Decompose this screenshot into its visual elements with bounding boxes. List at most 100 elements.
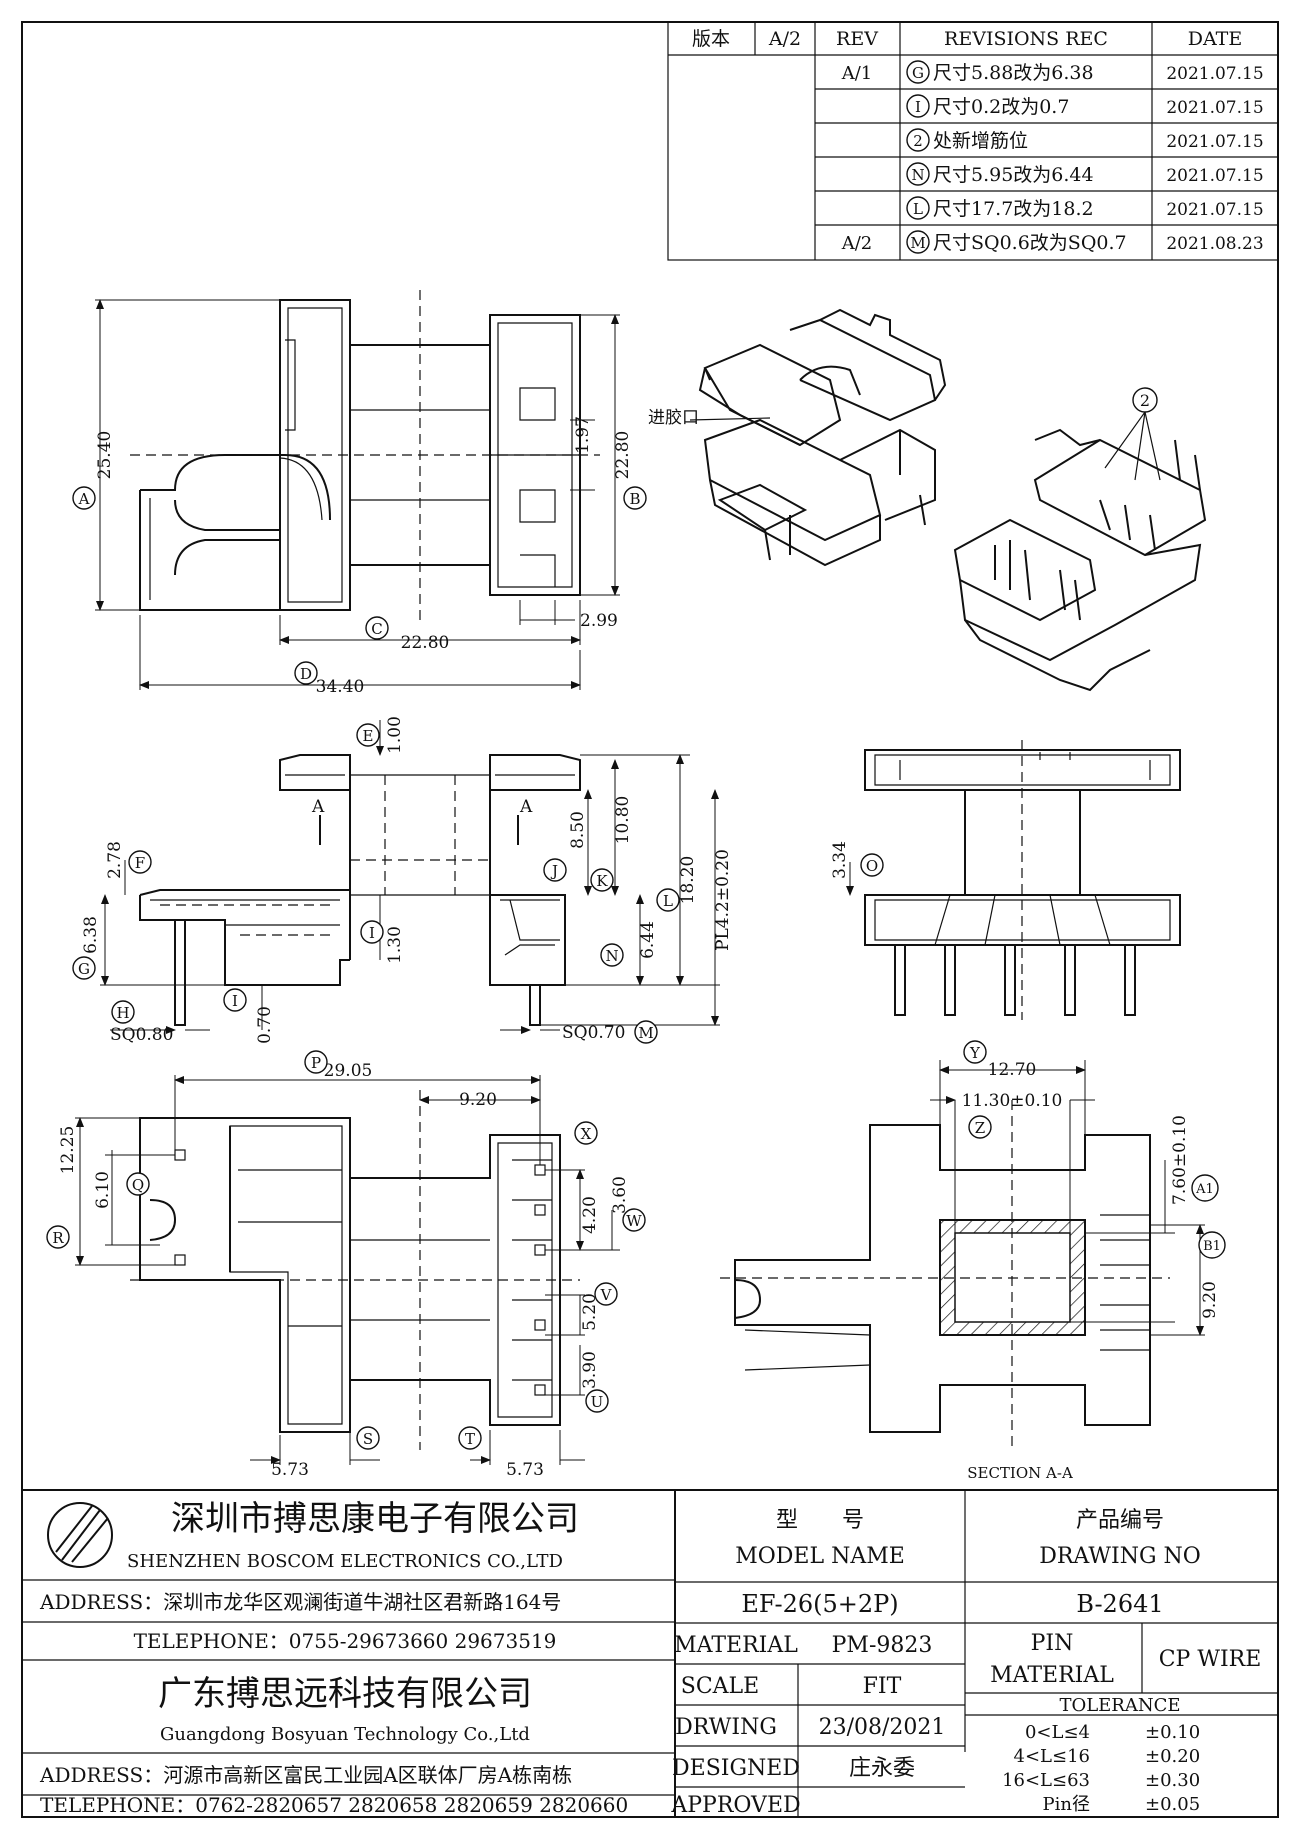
revision-mark: M xyxy=(910,234,925,252)
revision-text: 尺寸SQ0.6改为SQ0.7 xyxy=(933,232,1127,254)
dim-J-value: 8.50 xyxy=(568,811,588,849)
rib-mark: 2 xyxy=(1140,391,1150,410)
top-view: 25.40 A 22.80 B 1.97 2.99 22.80 C 34.40 … xyxy=(72,290,647,697)
dim-Q-mark: Q xyxy=(132,1176,144,1194)
dim-H-value: SQ0.80 xyxy=(110,1025,173,1045)
revision-date: 2021.08.23 xyxy=(1166,234,1263,254)
dim-Z-value: 11.30±0.10 xyxy=(962,1091,1063,1111)
dim-R-value: 12.25 xyxy=(58,1126,78,1175)
designer-value: 庄永委 xyxy=(849,1756,915,1781)
dim-W-mark: W xyxy=(626,1212,642,1230)
pin-material-value: CP WIRE xyxy=(1159,1647,1262,1672)
revision-text: 尺寸17.7改为18.2 xyxy=(933,198,1094,220)
company2-name-cn: 广东搏思远科技有限公司 xyxy=(158,1674,532,1714)
material-value: PM-9823 xyxy=(832,1633,933,1658)
tolerance-value: ±0.10 xyxy=(1145,1722,1200,1743)
dim-A-value: 25.40 xyxy=(95,431,115,480)
revision-text: 尺寸5.95改为6.44 xyxy=(933,164,1094,186)
revision-rev: A/1 xyxy=(841,63,873,84)
pin-material-label-1: PIN xyxy=(1031,1631,1074,1656)
dim-U-value: 3.90 xyxy=(580,1351,600,1389)
dim-H-mark: H xyxy=(116,1004,129,1022)
drawing-label: DRWING xyxy=(675,1715,777,1740)
tolerance-range: 16<L≤63 xyxy=(1002,1770,1090,1791)
date-header: DATE xyxy=(1188,28,1242,50)
inlet-label: 进胶口 xyxy=(648,408,699,428)
drawing-no-label-cn: 产品编号 xyxy=(1076,1508,1164,1533)
dim-A1-value: 7.60±0.10 xyxy=(1170,1115,1190,1205)
revision-mark: L xyxy=(913,200,923,218)
dim-D-value: 34.40 xyxy=(316,677,365,697)
tolerance-rows: 0<L≤4±0.104<L≤16±0.2016<L≤63±0.30Pin径±0.… xyxy=(1002,1722,1200,1815)
dim-D-mark: D xyxy=(300,665,312,683)
revision-date: 2021.07.15 xyxy=(1166,132,1263,152)
model-value: EF-26(5+2P) xyxy=(741,1590,898,1618)
dim-299: 2.99 xyxy=(580,611,618,631)
company-name-en: SHENZHEN BOSCOM ELECTRONICS CO.,LTD xyxy=(127,1551,563,1572)
dim-B-mark: B xyxy=(629,490,640,508)
revision-date: 2021.07.15 xyxy=(1166,200,1263,220)
dim-T-mark: T xyxy=(465,1430,475,1448)
rev-header: REV xyxy=(836,28,878,50)
pl-value: PL4.2±0.20 xyxy=(713,849,733,951)
dim-K-value: 10.80 xyxy=(613,796,633,845)
pin-material-label-2: MATERIAL xyxy=(990,1663,1114,1688)
bottom-view: 29.05 P 9.20 12.25 R 6.10 Q 4.20 X 3.60 … xyxy=(46,1050,646,1480)
dim-X-value: 4.20 xyxy=(580,1196,600,1234)
section-mark-right: A xyxy=(519,797,533,817)
designed-label: DESIGNED xyxy=(672,1756,800,1781)
revision-mark: I xyxy=(915,98,921,116)
dim-A1-mark: A1 xyxy=(1195,1182,1214,1197)
dim-B-value: 22.80 xyxy=(613,431,633,480)
dim-I2-mark: I xyxy=(369,924,375,942)
dim-I2-value: 1.30 xyxy=(385,926,405,964)
drawing-date: 23/08/2021 xyxy=(819,1715,946,1740)
front-view: 3.34 O xyxy=(830,740,1181,1020)
section-view: SECTION A-A 12.70 Y 11.30±0.10 Z 7.60±0.… xyxy=(720,1040,1226,1482)
dim-M-value: SQ0.70 xyxy=(562,1023,625,1043)
dim-N-value: 6.44 xyxy=(638,921,658,959)
revision-date: 2021.07.15 xyxy=(1166,166,1263,186)
dim-U-mark: U xyxy=(591,1393,604,1411)
dim-J-mark: J xyxy=(550,862,558,880)
revision-mark: 2 xyxy=(913,132,923,150)
dim-V-value: 5.20 xyxy=(580,1293,600,1331)
dim-E-mark: E xyxy=(363,727,374,745)
dim-I-value: 0.70 xyxy=(255,1006,275,1044)
isometric-view-left: 进胶口 xyxy=(648,308,947,567)
title-block: 深圳市搏思康电子有限公司 SHENZHEN BOSCOM ELECTRONICS… xyxy=(22,1489,1278,1818)
tolerance-range: 0<L≤4 xyxy=(1025,1722,1090,1743)
company-name-cn: 深圳市搏思康电子有限公司 xyxy=(171,1499,579,1539)
revision-rev: A/2 xyxy=(841,233,873,254)
revision-mark: N xyxy=(911,166,924,184)
tolerance-value: ±0.30 xyxy=(1145,1770,1200,1791)
scale-label: SCALE xyxy=(681,1674,759,1699)
revision-mark-circle xyxy=(906,162,930,186)
dim-X-mark: X xyxy=(581,1125,592,1143)
side-view: A A 1.00 E 2.78 F 6.38 G SQ0.80 H 0.70 I… xyxy=(72,716,733,1045)
dim-O-value: 3.34 xyxy=(830,841,850,879)
revision-mark-circle xyxy=(906,94,930,118)
dim-G-mark: G xyxy=(78,960,90,978)
revision-text: 尺寸0.2改为0.7 xyxy=(933,96,1069,118)
revision-mark-circle xyxy=(906,196,930,220)
company-logo xyxy=(47,1502,113,1568)
dim-R-mark: R xyxy=(52,1229,64,1247)
dim-P-mark: P xyxy=(311,1054,321,1072)
revision-text: 尺寸5.88改为6.38 xyxy=(933,62,1094,84)
dim-C-value: 22.80 xyxy=(401,633,450,653)
dim-C-mark: C xyxy=(371,620,382,638)
revision-mark-circle xyxy=(906,60,930,84)
revision-mark-circle xyxy=(906,230,930,254)
dim-O-mark: O xyxy=(866,857,878,875)
scale-value: FIT xyxy=(863,1674,902,1699)
dim-I-mark: I xyxy=(232,992,238,1010)
dim-W-value: 3.60 xyxy=(610,1176,630,1214)
tolerance-label: TOLERANCE xyxy=(1059,1695,1180,1716)
version-label: 版本 xyxy=(692,28,730,50)
dim-F-mark: F xyxy=(135,854,145,872)
drawing-no-value: B-2641 xyxy=(1076,1590,1163,1618)
model-label-en: MODEL NAME xyxy=(735,1544,905,1569)
tolerance-range: Pin径 xyxy=(1043,1794,1090,1815)
dim-B1-value: 9.20 xyxy=(1200,1281,1220,1319)
